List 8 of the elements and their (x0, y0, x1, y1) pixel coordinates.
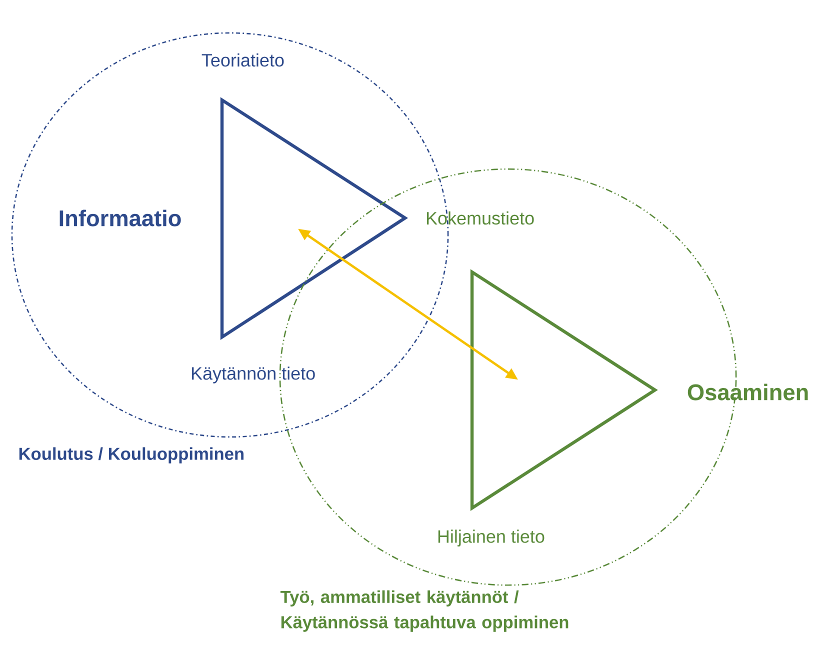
node-label: Kokemustieto (427, 211, 534, 225)
node-label: Teoriatieto (202, 53, 284, 67)
node-label: Työ, ammatilliset käytännöt / Käytännössä tapahtuva oppiminen (280, 590, 568, 632)
node-label: Hiljainen tieto (438, 530, 544, 546)
node-label: Käytännön tieto (192, 366, 315, 384)
node-label: Koulutus / Kouluoppiminen (19, 447, 244, 464)
node-label: Informaatio (60, 210, 181, 226)
node-label: Osaaminen (688, 384, 808, 400)
